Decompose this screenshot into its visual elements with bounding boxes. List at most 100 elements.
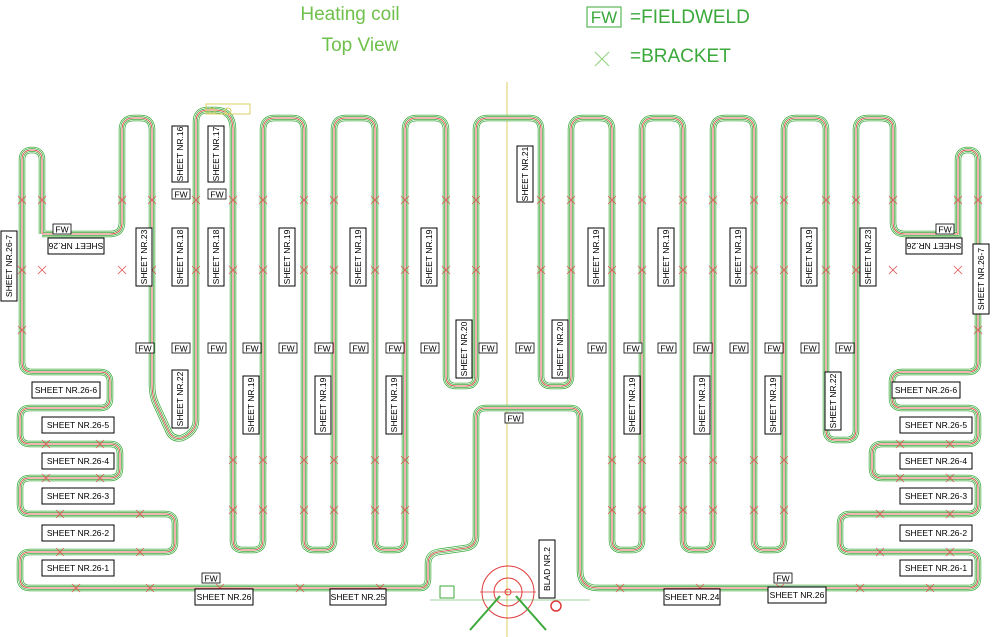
- bracket-icon: [749, 455, 759, 465]
- sheet-label-box: [905, 237, 963, 255]
- sheet-label-box: [455, 319, 473, 379]
- sheet-label-box: [41, 559, 115, 577]
- bracket-icon: [779, 505, 789, 515]
- top-flange-detail: [205, 103, 251, 115]
- sheet-label-box: [41, 487, 115, 505]
- sheet-label-box: [171, 125, 189, 183]
- sheet-label-s22_right: SHEET NR.22: [824, 371, 842, 431]
- sheet-label-l26_2: SHEET NR.26-2: [41, 524, 115, 542]
- sheet-label-text: SHEET NR.26: [197, 592, 252, 602]
- legend-bracket-text: =BRACKET: [630, 46, 731, 67]
- sheet-label-text: SHEET NR.25: [331, 592, 386, 602]
- bracket-icon: [678, 455, 688, 465]
- fieldweld-13: FW: [420, 342, 440, 354]
- sheet-label-text: SHEET NR.19: [318, 377, 328, 432]
- svg-text:FW: FW: [138, 344, 151, 354]
- sheet-label-box: [0, 230, 18, 302]
- fieldweld-19: FW: [693, 342, 713, 354]
- sheet-label-text: SHEET NR.26-5: [905, 420, 967, 430]
- sheet-label-text: SHEET NR.26-5: [47, 420, 109, 430]
- bracket-icon: [370, 195, 380, 205]
- bracket-icon: [400, 505, 410, 515]
- bracket-icon: [299, 195, 309, 205]
- sheet-label-text: SHEET NR.26-6: [895, 385, 957, 395]
- bracket-icon: [147, 195, 157, 205]
- svg-text:FW: FW: [838, 344, 851, 354]
- svg-text:FW: FW: [660, 344, 673, 354]
- sheet-label-text: SHEET NR.19: [424, 229, 434, 284]
- sheet-label-box: [800, 227, 818, 287]
- sheet-label-text: SHEET NR.26: [770, 590, 825, 600]
- sheet-label-box: [41, 416, 115, 434]
- svg-text:FW: FW: [281, 344, 294, 354]
- sheet-label-r26_2: SHEET NR.26-2: [899, 524, 973, 542]
- sheet-label-text: SHEET NR.19: [733, 229, 743, 284]
- bracket-icon: [145, 583, 155, 593]
- sheet-label-text: SHEET NR.19: [282, 229, 292, 284]
- sheet-label-box: [972, 243, 990, 315]
- fieldweld-7: FW: [207, 342, 227, 354]
- coil-pipe: [20, 110, 978, 588]
- bracket-icon: [953, 195, 963, 205]
- bracket-icon: [678, 195, 688, 205]
- sheet-label-b26_right: SHEET NR.26: [767, 586, 827, 604]
- svg-text:FW: FW: [776, 574, 789, 584]
- sheet-label-s19_u6: SHEET NR.19: [729, 227, 747, 287]
- bracket-icon: [888, 195, 898, 205]
- sheet-label-box: [899, 524, 973, 542]
- sheet-label-box: [657, 227, 675, 287]
- svg-text:FW: FW: [481, 344, 494, 354]
- bracket-icon: [678, 505, 688, 515]
- sheet-label-text: SHEET NR.26-7: [976, 248, 986, 310]
- fieldweld-9: FW: [278, 342, 298, 354]
- bracket-icon: [329, 195, 339, 205]
- sheet-label-b24: SHEET NR.24: [663, 588, 721, 606]
- bracket-icon: [615, 583, 625, 593]
- bracket-icon: [329, 455, 339, 465]
- sheet-label-text: SHEET NR.26-2: [47, 528, 109, 538]
- sheet-label-text: SHEET NR.26-3: [905, 491, 967, 501]
- bracket-icon: [258, 455, 268, 465]
- bracket-icon: [71, 583, 81, 593]
- bracket-icon: [295, 583, 305, 593]
- sheet-label-text: SHEET NR.26-1: [47, 563, 109, 573]
- sheet-label-text: SHEET NR.19: [804, 229, 814, 284]
- sheet-label-box: [538, 539, 556, 599]
- sheet-label-text: SHEET NR.19: [389, 377, 399, 432]
- bracket-icon: [855, 583, 865, 593]
- svg-text:FW: FW: [352, 344, 365, 354]
- legend: FW =FIELDWELD =BRACKET: [586, 6, 750, 67]
- sheet-label-s26_right: SHEET NR.26: [905, 237, 963, 255]
- bracket-icon: [708, 265, 718, 275]
- sheet-label-r26_5: SHEET NR.26-5: [899, 416, 973, 434]
- sheet-label-s23_left: SHEET NR.23: [135, 227, 153, 287]
- sheet-label-s18a: SHEET NR.18: [171, 227, 189, 287]
- bracket-icon: [945, 547, 955, 557]
- sheet-label-l26_4: SHEET NR.26-4: [41, 452, 115, 470]
- bracket-icon: [17, 325, 27, 335]
- bracket-icon: [637, 195, 647, 205]
- bracket-icon: [536, 265, 546, 275]
- fieldweld-10: FW: [314, 342, 334, 354]
- sheet-label-l26_1: SHEET NR.26-1: [41, 559, 115, 577]
- sheet-label-s17: SHEET NR.17: [207, 125, 225, 183]
- bracket-icon: [55, 509, 65, 519]
- bracket-icon: [607, 265, 617, 275]
- bracket-icon: [945, 473, 955, 483]
- bracket-icon: [749, 195, 759, 205]
- sheet-label-text: SHEET NR.19: [661, 229, 671, 284]
- sheet-label-box: [47, 237, 105, 255]
- sheet-label-text: SHEET NR.26: [48, 241, 103, 251]
- sheet-label-s20_left: SHEET NR.20: [455, 319, 473, 379]
- sheet-label-box: [891, 381, 961, 399]
- bracket-icon: [607, 455, 617, 465]
- bracket-icon: [370, 505, 380, 515]
- sheet-label-blad: BLAD NR.2: [538, 539, 556, 599]
- fieldweld-11: FW: [349, 342, 369, 354]
- sheet-label-l26_3: SHEET NR.26-3: [41, 487, 115, 505]
- legend-fieldweld-symbol: FW: [591, 8, 617, 27]
- sheet-label-s26_7_right: SHEET NR.26-7: [972, 243, 990, 315]
- bracket-icon: [875, 509, 885, 519]
- sheet-label-box: [41, 452, 115, 470]
